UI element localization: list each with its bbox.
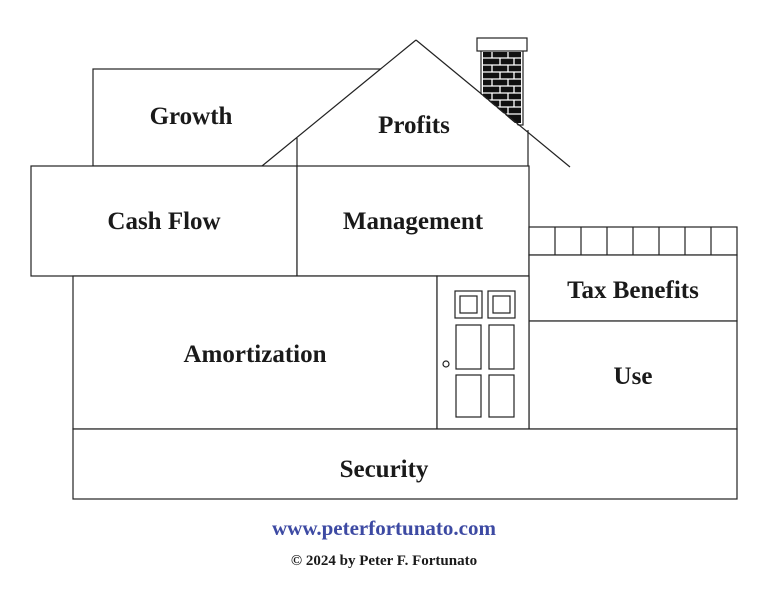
block-cash-flow — [30, 165, 298, 277]
label-amortization: Amortization — [183, 341, 326, 368]
door — [436, 275, 530, 430]
block-management — [296, 165, 530, 277]
roof-left-edge — [261, 39, 417, 167]
label-use: Use — [614, 363, 653, 390]
railing-balusters — [554, 227, 712, 255]
label-management: Management — [343, 208, 484, 235]
label-tax-benefits: Tax Benefits — [567, 277, 699, 304]
roof-right-edge — [415, 39, 571, 168]
door-knob — [442, 360, 450, 368]
label-cash-flow: Cash Flow — [107, 208, 220, 235]
copyright-text: © 2024 by Peter F. Fortunato — [290, 553, 478, 569]
block-security — [72, 428, 738, 500]
label-profits: Profits — [378, 112, 450, 139]
block-tax-benefits — [528, 254, 738, 322]
block-amortization — [72, 275, 438, 430]
label-security: Security — [340, 456, 429, 483]
website-link[interactable]: www.peterfortunato.com — [272, 516, 496, 540]
label-growth: Growth — [150, 103, 233, 130]
block-use — [528, 320, 738, 430]
